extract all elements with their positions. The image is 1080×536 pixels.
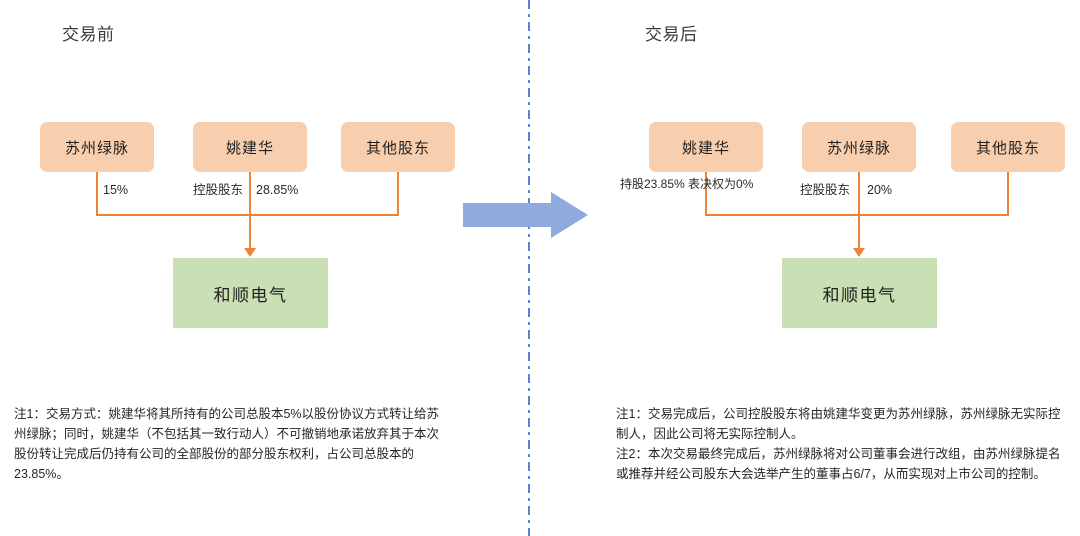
left-target-company-box: 和顺电气 — [173, 258, 328, 328]
left-shareholder-box-2: 姚建华 — [193, 122, 307, 172]
left-connector-line-1 — [96, 172, 98, 216]
right-connector-line-1 — [705, 172, 707, 216]
right-connector-arrowhead — [853, 248, 865, 257]
right-shareholder-box-1: 姚建华 — [649, 122, 763, 172]
right-edge-label-2-right: 20% — [867, 183, 893, 197]
right-target-company-box: 和顺电气 — [782, 258, 937, 328]
left-connector-stem — [249, 214, 251, 251]
left-connector-line-2 — [249, 172, 251, 216]
right-connector-line-2 — [858, 172, 860, 216]
left-edge-label-2-right: 28.85% — [256, 183, 299, 197]
left-connector-bus — [96, 214, 399, 216]
left-shareholder-box-1: 苏州绿脉 — [40, 122, 154, 172]
right-connector-line-3 — [1007, 172, 1009, 216]
right-edge-label-2-left: 控股股东 — [800, 183, 851, 197]
right-shareholder-box-3: 其他股东 — [951, 122, 1065, 172]
right-edge-label-1-left: 持股23.85% 表决权为0% — [620, 177, 754, 191]
right-shareholder-box-2: 苏州绿脉 — [802, 122, 916, 172]
right-connector-bus — [705, 214, 1009, 216]
transition-arrow-icon — [463, 192, 588, 238]
right-panel-title: 交易后 — [645, 25, 698, 44]
panel-divider — [528, 0, 530, 536]
left-edge-label-2-left: 控股股东 — [193, 183, 244, 197]
right-connector-stem — [858, 214, 860, 251]
left-connector-line-3 — [397, 172, 399, 216]
left-edge-label-1-right: 15% — [103, 183, 129, 197]
left-shareholder-box-3: 其他股东 — [341, 122, 455, 172]
right-panel-notes: 注1：交易完成后，公司控股股东将由姚建华变更为苏州绿脉，苏州绿脉无实际控制人，因… — [616, 407, 1061, 481]
left-panel-title: 交易前 — [62, 25, 115, 44]
left-panel-notes: 注1：交易方式：姚建华将其所持有的公司总股本5%以股份协议方式转让给苏州绿脉；同… — [14, 407, 440, 481]
left-connector-arrowhead — [244, 248, 256, 257]
